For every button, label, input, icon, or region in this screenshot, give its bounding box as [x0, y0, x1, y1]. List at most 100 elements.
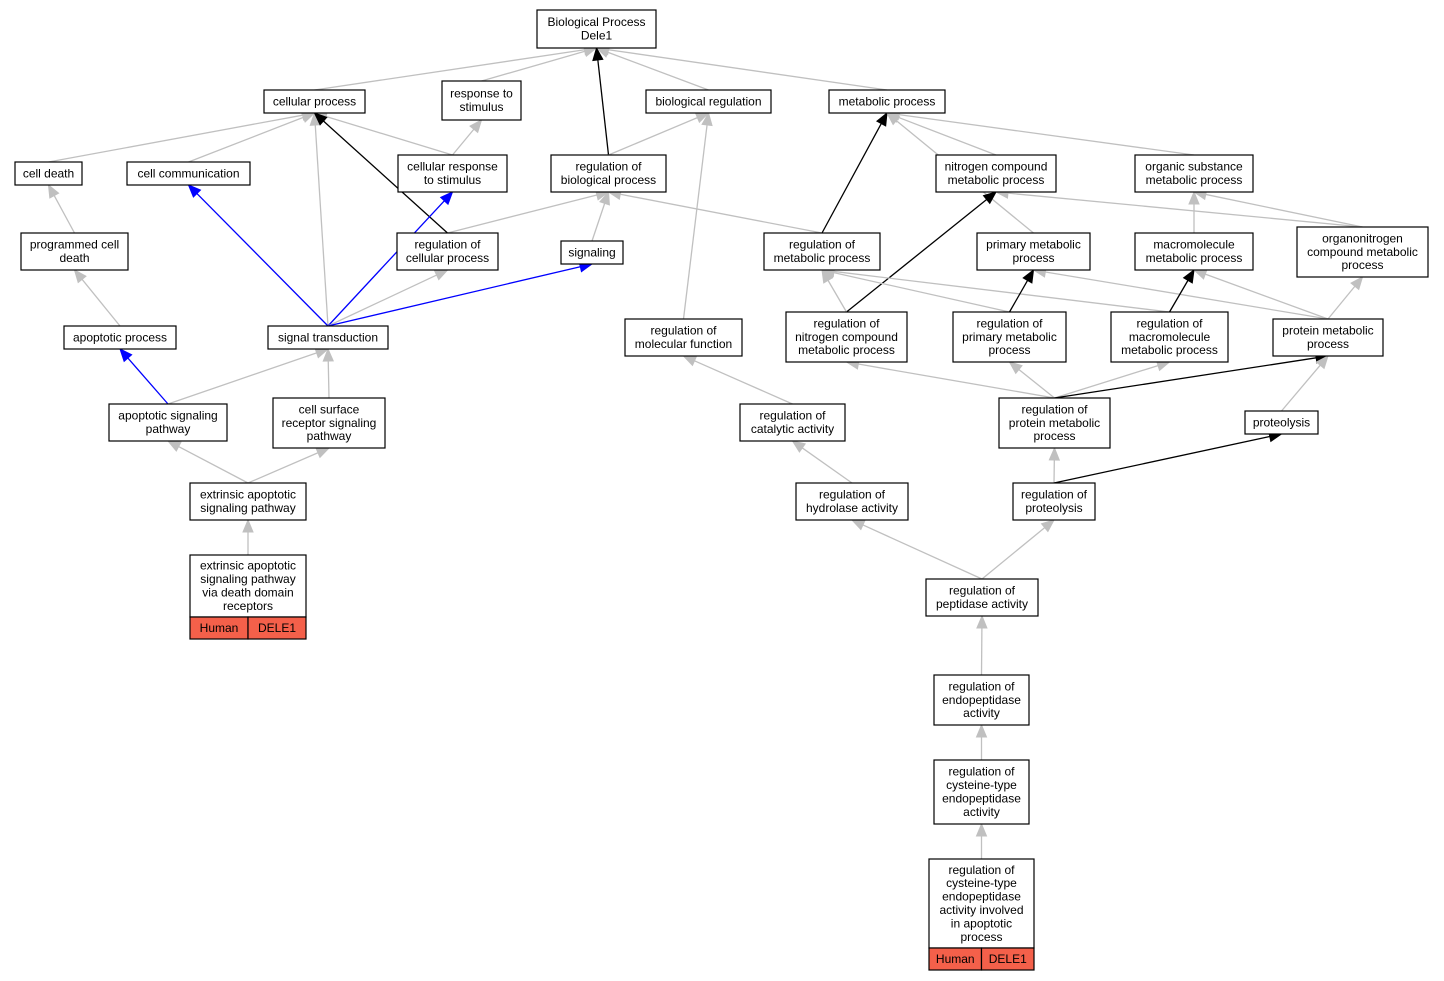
edge-line — [1053, 435, 1270, 484]
go-term-label: catalytic activity — [751, 422, 834, 436]
annotation-label-human: Human — [936, 952, 975, 966]
go-term-box — [1134, 154, 1254, 193]
go-term-node-cell-death[interactable]: cell death — [14, 161, 83, 186]
go-term-label: regulation of — [949, 584, 1016, 598]
go-term-node-cellular-process[interactable]: cellular process — [263, 89, 366, 114]
go-term-node-proteolysis[interactable]: proteolysis — [1244, 410, 1319, 435]
edge-line — [981, 527, 1046, 580]
go-term-node-metabolic-process[interactable]: metabolic process — [828, 89, 946, 114]
go-term-box — [1012, 482, 1096, 521]
arrowhead-icon — [439, 191, 454, 206]
edge-extrinsic-apoptotic-to-apoptotic-signaling — [166, 440, 249, 484]
arrowhead-icon — [791, 440, 807, 453]
edge-apoptotic-signaling-to-signal-transduction — [167, 347, 330, 405]
edge-line — [447, 194, 598, 234]
go-term-label: regulation of — [414, 238, 481, 252]
go-term-label: via death domain — [202, 585, 293, 599]
edge-signal-transduction-to-reg-cellular — [327, 269, 449, 327]
go-term-box — [998, 397, 1111, 449]
edge-line — [833, 270, 1170, 313]
go-term-label: metabolic process — [1146, 173, 1243, 187]
go-term-label: regulation of — [1136, 316, 1203, 330]
edge-line — [1327, 285, 1356, 320]
go-term-node-apoptotic-process[interactable]: apoptotic process — [63, 325, 177, 350]
go-term-box — [397, 154, 508, 193]
go-term-box — [763, 232, 881, 271]
edge-nitrogen-compound-mp-to-metabolic-process — [885, 112, 997, 156]
go-term-label: macromolecule — [1129, 330, 1211, 344]
edge-line — [821, 123, 882, 234]
go-term-label: compound metabolic — [1307, 245, 1418, 259]
go-term-label: metabolic process — [839, 94, 936, 108]
go-term-label: endopeptidase — [942, 890, 1021, 904]
go-term-label: regulation of — [759, 409, 826, 423]
go-term-node-reg-cysteine-apoptotic[interactable]: regulation ofcysteine-typeendopeptidasea… — [928, 858, 1035, 971]
edge-reg-molecular-function-to-biological-regulation — [682, 111, 713, 320]
go-term-label: cellular process — [273, 94, 356, 108]
go-term-box — [976, 232, 1091, 271]
edge-line — [1045, 271, 1329, 320]
edge-line — [897, 116, 997, 156]
edge-line — [325, 115, 453, 156]
go-term-box — [933, 674, 1030, 726]
edge-line — [327, 266, 581, 327]
go-term-label: metabolic process — [1121, 343, 1218, 357]
go-term-node-cell-communication[interactable]: cell communication — [126, 161, 251, 186]
edge-cell-communication-to-cellular-process — [188, 112, 316, 163]
go-term-node-biological-regulation[interactable]: biological regulation — [645, 89, 772, 114]
annotation-label-dele1: DELE1 — [989, 952, 1027, 966]
arrowhead-icon — [1188, 190, 1200, 205]
go-term-box — [560, 240, 624, 265]
arrowhead-icon — [242, 518, 254, 533]
edge-reg-peptidase-to-reg-proteolysis — [981, 519, 1056, 580]
go-term-label: process — [1012, 251, 1054, 265]
go-term-label: macromolecule — [1153, 238, 1235, 252]
go-term-node-signaling[interactable]: signaling — [560, 240, 624, 265]
go-term-label: regulation of — [948, 863, 1015, 877]
go-term-label: activity — [963, 805, 1000, 819]
edge-line — [327, 200, 445, 327]
arrowhead-icon — [315, 447, 331, 459]
go-term-label: cell surface — [299, 402, 360, 416]
edge-line — [314, 49, 585, 91]
go-term-label: proteolysis — [1253, 415, 1310, 429]
go-term-box — [795, 482, 909, 521]
go-term-node-reg-cysteine-endopeptidase[interactable]: regulation ofcysteine-typeendopeptidasea… — [933, 759, 1030, 825]
go-term-box — [126, 161, 251, 186]
arrowhead-icon — [599, 190, 610, 206]
edge-line — [833, 271, 1010, 313]
edge-line — [801, 447, 853, 484]
go-term-label: primary metabolic — [986, 238, 1081, 252]
go-term-box — [272, 397, 386, 449]
edge-reg-cellular-to-cellular-process — [313, 112, 448, 234]
edge-line — [322, 120, 448, 234]
go-term-node-signal-transduction[interactable]: signal transduction — [267, 325, 389, 350]
